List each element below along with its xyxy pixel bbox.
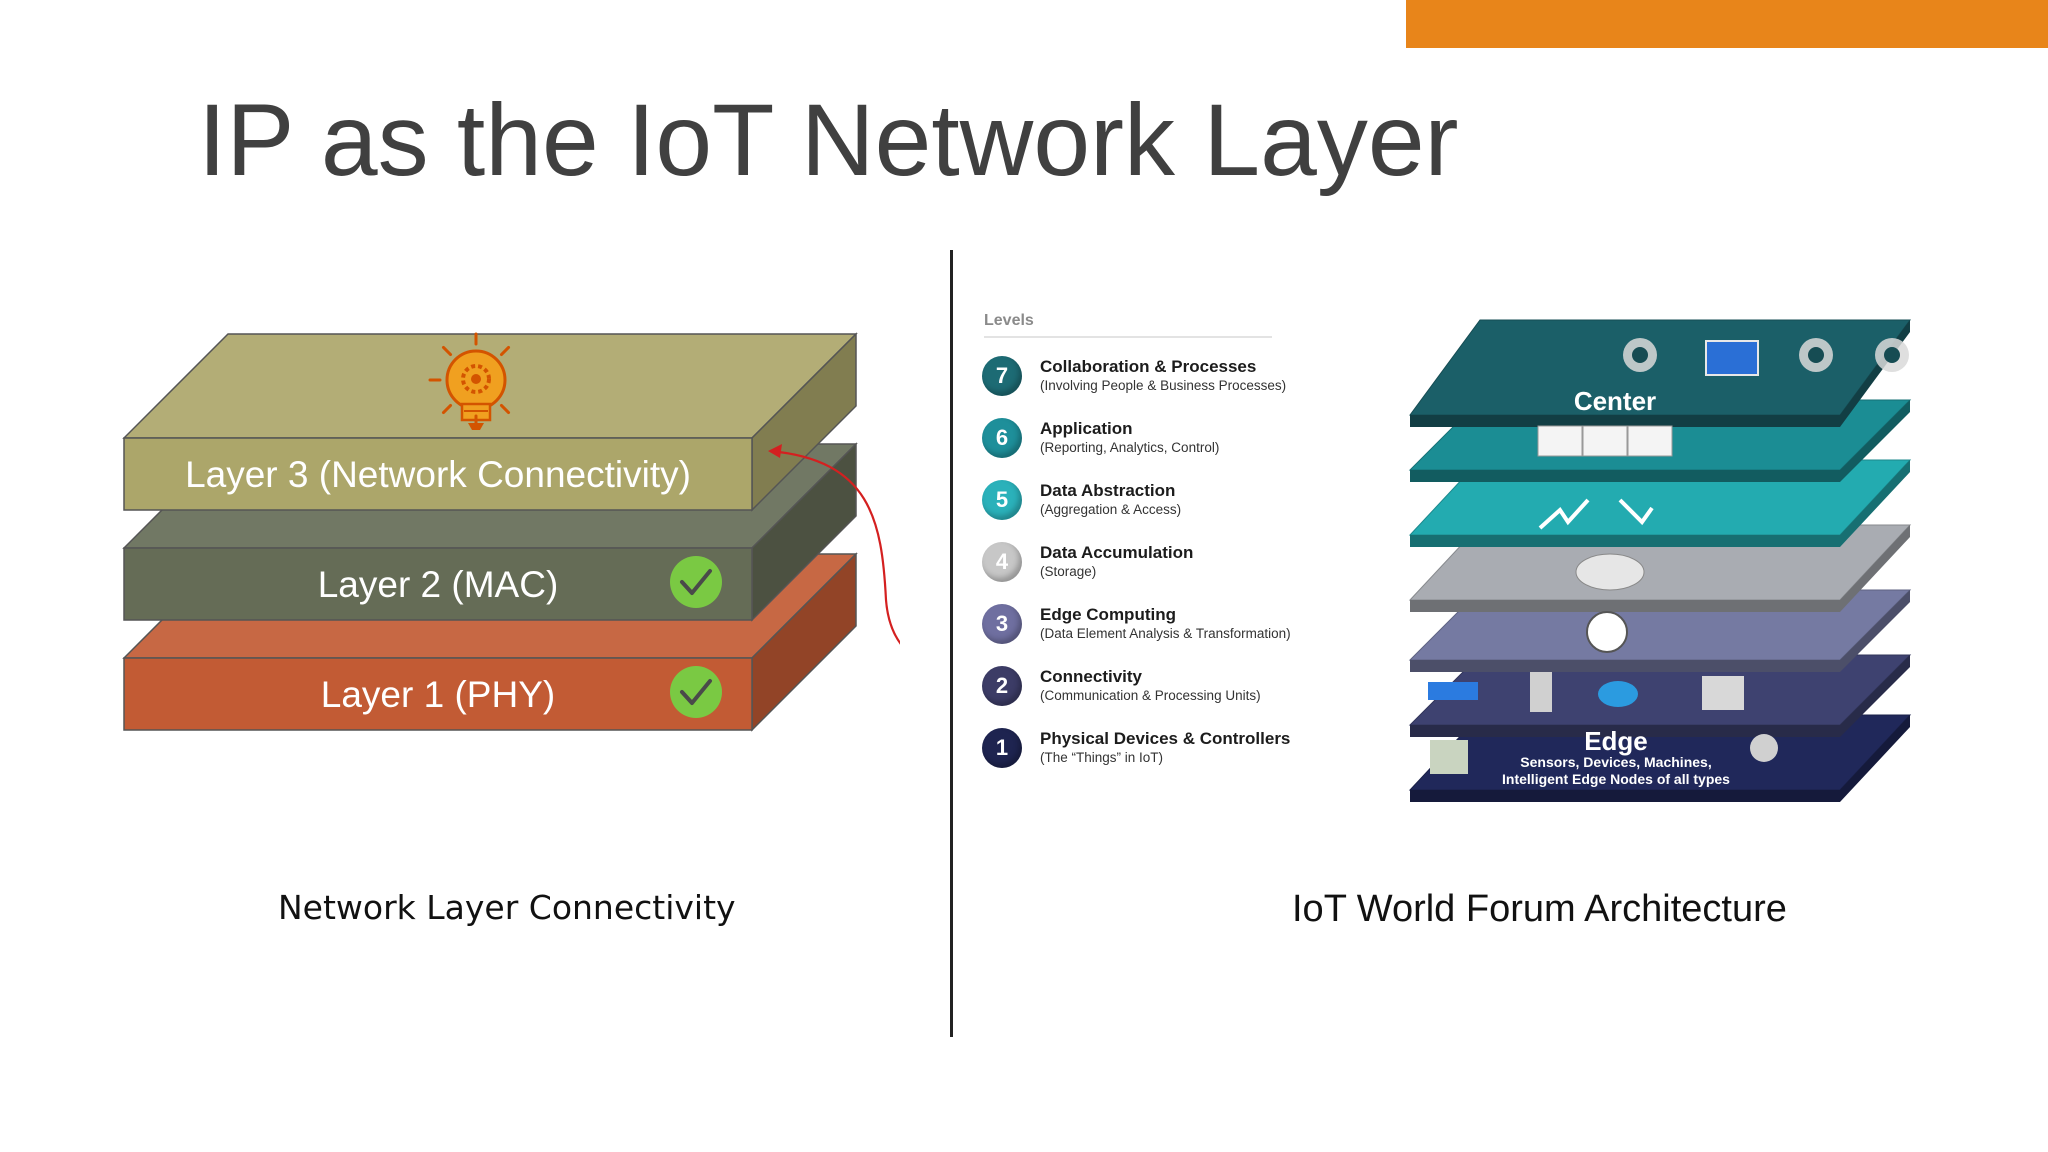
stack-plate <box>1409 319 1911 416</box>
accent-bar <box>1406 0 2048 48</box>
level-name: Collaboration & Processes <box>1040 357 1257 376</box>
dashboard-panel-icon <box>1537 425 1583 457</box>
edge-compute-icon <box>1586 611 1628 653</box>
layer-label: Layer 1 (PHY) <box>321 674 555 715</box>
layer-label: Layer 2 (MAC) <box>318 564 559 605</box>
trend-up-icon <box>1538 498 1590 530</box>
level-description: (Involving People & Business Processes) <box>1040 378 1287 393</box>
stack-plate-edge <box>1410 460 1910 547</box>
dashboard-panel-icon <box>1582 425 1628 457</box>
check-circle-icon <box>670 556 722 608</box>
level-row-2: 2 Connectivity (Communication & Processing… <box>982 666 1332 716</box>
database-icon <box>1575 553 1645 591</box>
levels-heading: Levels <box>984 312 1034 329</box>
stack-plate-edge <box>1410 320 1910 427</box>
level-description: (Storage) <box>1040 564 1097 579</box>
stack-plate-edge <box>1410 400 1910 482</box>
stack-plate-edge <box>1410 525 1910 612</box>
stack-edge-sub2: Intelligent Edge Nodes of all types <box>1502 771 1730 787</box>
level-name: Data Abstraction <box>1040 481 1176 500</box>
level-number-badge: 1 <box>982 728 1022 768</box>
level-row-1: 1 Physical Devices & Controllers (The “Thi… <box>982 728 1332 778</box>
server-icon <box>1702 676 1744 710</box>
level-description: (Reporting, Analytics, Control) <box>1040 440 1220 455</box>
level-number-badge: 4 <box>982 542 1022 582</box>
level-description: (Communication & Processing Units) <box>1040 688 1261 703</box>
levels-heading-rule <box>984 336 1272 338</box>
layer-front-face <box>123 437 753 511</box>
level-name: Data Accumulation <box>1040 543 1194 562</box>
level-row-7: 7 Collaboration & Processes (Involving Peo… <box>982 356 1332 406</box>
level-name: Physical Devices & Controllers <box>1040 729 1291 748</box>
phone-icon <box>1799 338 1833 372</box>
level-number-badge: 6 <box>982 418 1022 458</box>
slide-title: IP as the IoT Network Layer <box>198 83 1459 197</box>
share-icon <box>1875 338 1909 372</box>
left-caption: Network Layer Connectivity <box>278 888 736 927</box>
dashboard-panel-icon <box>1627 425 1673 457</box>
stack-plate-edge <box>1410 655 1910 737</box>
level-number-badge: 3 <box>982 604 1022 644</box>
level-description: (The “Things” in IoT) <box>1040 750 1164 765</box>
layer-mapping-arrow <box>769 449 900 645</box>
level-name: Application <box>1040 419 1133 438</box>
level-row-4: 4 Data Accumulation (Storage) <box>982 542 1332 592</box>
layer-front-face <box>123 657 753 731</box>
level-description: (Data Element Analysis & Transformation) <box>1040 626 1291 641</box>
right-caption: IoT World Forum Architecture <box>1292 888 1787 930</box>
layer-label: Layer 3 (Network Connectivity) <box>185 454 691 495</box>
access-point-icon <box>1530 672 1552 712</box>
check-circle-icon <box>670 666 722 718</box>
network-layer-diagram: Layer 1 (PHY) Layer 2 (MAC) Layer 3 (Netwo… <box>122 332 900 732</box>
stack-layer-7 <box>1409 319 1911 427</box>
arrow-head <box>768 444 782 458</box>
router-icon <box>1598 681 1638 707</box>
monitor-icon <box>1705 340 1759 376</box>
level-name: Connectivity <box>1040 667 1143 686</box>
level-number-badge: 2 <box>982 666 1022 706</box>
level-row-5: 5 Data Abstraction (Aggregation & Access) <box>982 480 1332 530</box>
divider-line <box>950 250 953 1037</box>
stack-edge-sub1: Sensors, Devices, Machines, <box>1520 754 1711 770</box>
level-number-badge: 5 <box>982 480 1022 520</box>
stack-plate-edge <box>1410 590 1910 672</box>
video-camera-icon <box>1623 338 1657 372</box>
switch-icon <box>1428 682 1478 700</box>
trend-in-icon <box>1618 498 1654 526</box>
camera-icon <box>1750 734 1778 762</box>
lightbulb-gear-icon <box>428 332 511 430</box>
level-description: (Aggregation & Access) <box>1040 502 1182 517</box>
stack-edge-label: Edge <box>1584 726 1648 756</box>
level-name: Edge Computing <box>1040 605 1176 624</box>
stack-center-label: Center <box>1574 386 1656 416</box>
sensor-rack-icon <box>1430 740 1468 774</box>
level-number-badge: 7 <box>982 356 1022 396</box>
level-row-6: 6 Application (Reporting, Analytics, Contr… <box>982 418 1332 468</box>
level-row-3: 3 Edge Computing (Data Element Analysis & … <box>982 604 1332 654</box>
stack-plate-edge <box>1410 715 1910 802</box>
layer-front-face <box>123 547 753 621</box>
